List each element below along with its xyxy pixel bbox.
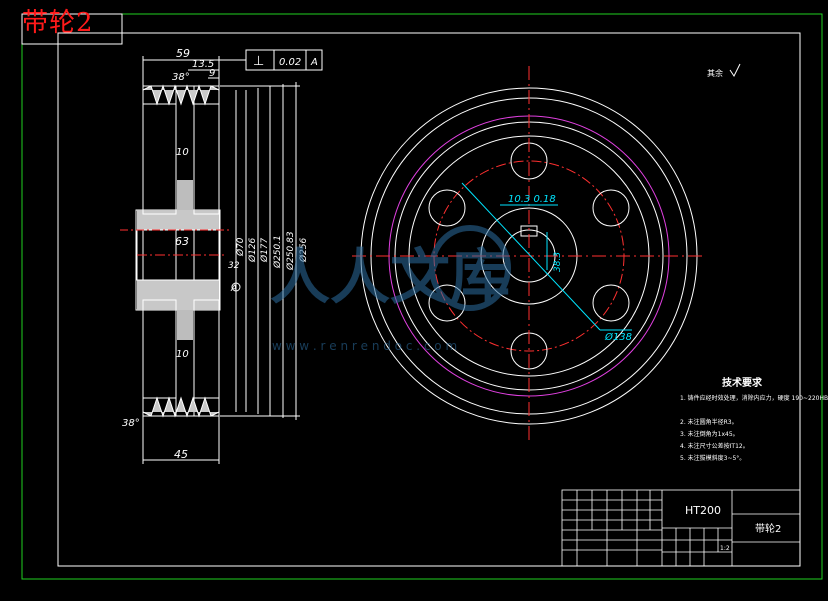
datum-a-label: A	[230, 284, 237, 294]
dim-d177: Ø177	[259, 237, 270, 263]
dim-63: 63	[175, 235, 189, 248]
front-view	[352, 66, 706, 442]
tolerance-frame	[214, 49, 323, 71]
dim-keyway-depth: 38.3	[553, 252, 563, 272]
tech-item-5: 5. 未注拔模斜度3~5°。	[680, 454, 745, 462]
dim-d250-83: Ø250.83	[285, 231, 296, 271]
tech-heading: 技术要求	[722, 376, 763, 389]
dim-59: 59	[176, 47, 190, 60]
dim-13-5: 13.5	[192, 59, 214, 70]
datum-symbol	[231, 282, 241, 292]
dim-d250-1: Ø250.1	[272, 235, 283, 269]
roughness-check-icon	[729, 63, 741, 77]
inner-frame	[57, 32, 801, 567]
dim-10-bottom: 10	[176, 349, 189, 360]
dim-10-top: 10	[176, 147, 189, 158]
tolerance-datum: A	[310, 57, 318, 68]
dim-d70: Ø70	[235, 237, 246, 257]
tech-item-3: 3. 未注倒角为1x45。	[680, 430, 739, 438]
watermark-url: w w w . r e n r e n d o c . c o m	[272, 339, 457, 353]
dim-keyway-width: 10.3 0.18	[508, 194, 556, 205]
dim-d256: Ø256	[298, 237, 309, 263]
watermark: 人人文库 w w w . r e n r e n d o c . c o m	[270, 225, 511, 353]
title-tab	[21, 13, 123, 45]
dim-9: 9	[209, 68, 215, 79]
dim-d126: Ø126	[247, 237, 258, 263]
tolerance-symbol: ⊥	[253, 54, 264, 69]
part-name-label: 带轮2	[755, 522, 781, 535]
outer-frame	[21, 13, 823, 580]
material-label: HT200	[685, 504, 721, 517]
dim-45: 45	[174, 448, 188, 461]
section-view	[120, 56, 300, 464]
dim-38deg-top: 38°	[172, 72, 190, 83]
dim-38deg-bottom: 38°	[122, 418, 140, 429]
title-block	[561, 489, 801, 567]
dim-32: 32	[228, 261, 240, 271]
page-title: 带轮2	[22, 8, 94, 38]
tech-item-4: 4. 未注尺寸公差按IT12。	[680, 442, 749, 450]
tech-item-1: 1. 铸件应经时效处理，消除内应力，硬度 190~220HB。	[680, 394, 828, 402]
roughness-note: 其余	[707, 68, 723, 78]
tolerance-value: 0.02	[279, 57, 301, 68]
dim-hole-circle: Ø138	[604, 331, 632, 343]
watermark-logo: 人人文库	[270, 243, 510, 313]
scale-label: 1:2	[720, 545, 730, 552]
tech-item-2: 2. 未注圆角半径R3。	[680, 418, 738, 426]
